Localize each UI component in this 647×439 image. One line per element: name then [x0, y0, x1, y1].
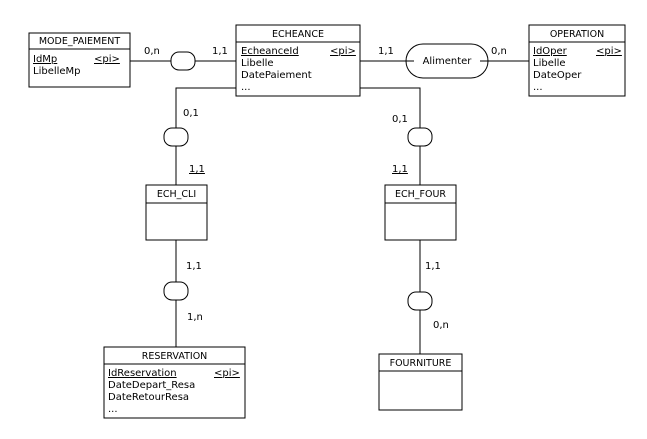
association-echeance-echfour	[407, 127, 433, 147]
entity-box	[384, 184, 457, 241]
link-echeance-echfour	[360, 87, 421, 200]
entity-key-attribute: IdMp	[33, 54, 57, 65]
entity-title: ECH_FOUR	[395, 189, 446, 200]
cardinality-label: 1,1	[425, 261, 441, 272]
entity-attribute: Libelle	[241, 58, 274, 69]
cardinality-label: 1,1	[189, 164, 205, 175]
association-echfour-fourniture	[407, 291, 433, 311]
entity-box	[28, 32, 131, 88]
entity-title: MODE_PAIEMENT	[39, 36, 120, 47]
entity-echeance: ECHEANCE EcheanceId <pi> Libelle DatePai…	[235, 24, 361, 97]
entity-box	[378, 353, 463, 411]
entity-fourniture: FOURNITURE	[378, 353, 463, 411]
association-label-bg	[414, 53, 480, 67]
association-echeance-echcli	[163, 127, 189, 147]
entity-attribute: DateDepart_Resa	[108, 380, 195, 391]
association-label: Alimenter	[423, 56, 473, 67]
entity-title: ECHEANCE	[272, 29, 324, 40]
entity-mode-paiement: MODE_PAIEMENT IdMp <pi> LibelleMp	[28, 32, 131, 88]
entity-title: ECH_CLI	[157, 189, 196, 200]
association-oval	[163, 127, 189, 147]
entity-attribute: ...	[108, 404, 118, 415]
cardinality-label: 0,1	[392, 114, 408, 125]
entity-attribute: DateOper	[533, 70, 582, 81]
cardinality-label: 1,1	[378, 46, 394, 57]
link-echeance-echcli	[175, 87, 236, 200]
association-oval	[407, 291, 433, 311]
association-echcli-reservation	[163, 281, 189, 301]
entity-key-tag: <pi>	[94, 54, 120, 65]
entity-title: FOURNITURE	[390, 358, 452, 369]
entity-operation: OPERATION IdOper <pi> Libelle DateOper .…	[528, 24, 626, 97]
association-oval	[170, 51, 196, 71]
entity-key-attribute: IdOper	[533, 46, 568, 57]
entity-box	[235, 24, 361, 97]
entity-attribute: DatePaiement	[241, 70, 312, 81]
entity-attribute: ...	[533, 82, 543, 93]
entity-ech-four: ECH_FOUR	[384, 184, 457, 241]
association-oval	[163, 281, 189, 301]
cardinality-label: 1,1	[212, 46, 228, 57]
association-mp-echeance	[170, 51, 196, 71]
entity-key-tag: <pi>	[596, 46, 622, 57]
entity-title: RESERVATION	[142, 351, 208, 362]
cardinality-label: 0,1	[183, 108, 199, 119]
entity-key-tag: <pi>	[330, 46, 356, 57]
cardinality-label: 1,1	[392, 164, 408, 175]
entity-key-attribute: EcheanceId	[241, 46, 299, 57]
cardinality-label: 1,1	[186, 261, 202, 272]
entity-title: OPERATION	[550, 29, 604, 40]
entity-attribute: DateRetourResa	[108, 392, 189, 403]
association-oval	[407, 127, 433, 147]
cardinality-label: 1,n	[187, 312, 203, 323]
entity-reservation: RESERVATION IdReservation <pi> DateDepar…	[103, 346, 246, 419]
cardinality-label: 0,n	[491, 46, 507, 57]
entity-attribute: LibelleMp	[33, 66, 81, 77]
entity-box	[145, 184, 208, 241]
entity-attribute: ...	[241, 82, 251, 93]
entity-key-tag: <pi>	[214, 368, 240, 379]
entity-ech-cli: ECH_CLI	[145, 184, 208, 241]
association-alimenter: Alimenter	[405, 43, 489, 79]
cardinality-label: 0,n	[433, 320, 449, 331]
entity-box	[528, 24, 626, 97]
cardinalities: 0,n 1,1 1,1 0,n 0,1 1,1 0,1 1,1 1,1 1,n …	[144, 46, 507, 331]
entity-attribute: Libelle	[533, 58, 566, 69]
entity-box	[103, 346, 246, 419]
entity-key-attribute: IdReservation	[108, 368, 177, 379]
cardinality-label: 0,n	[144, 46, 160, 57]
